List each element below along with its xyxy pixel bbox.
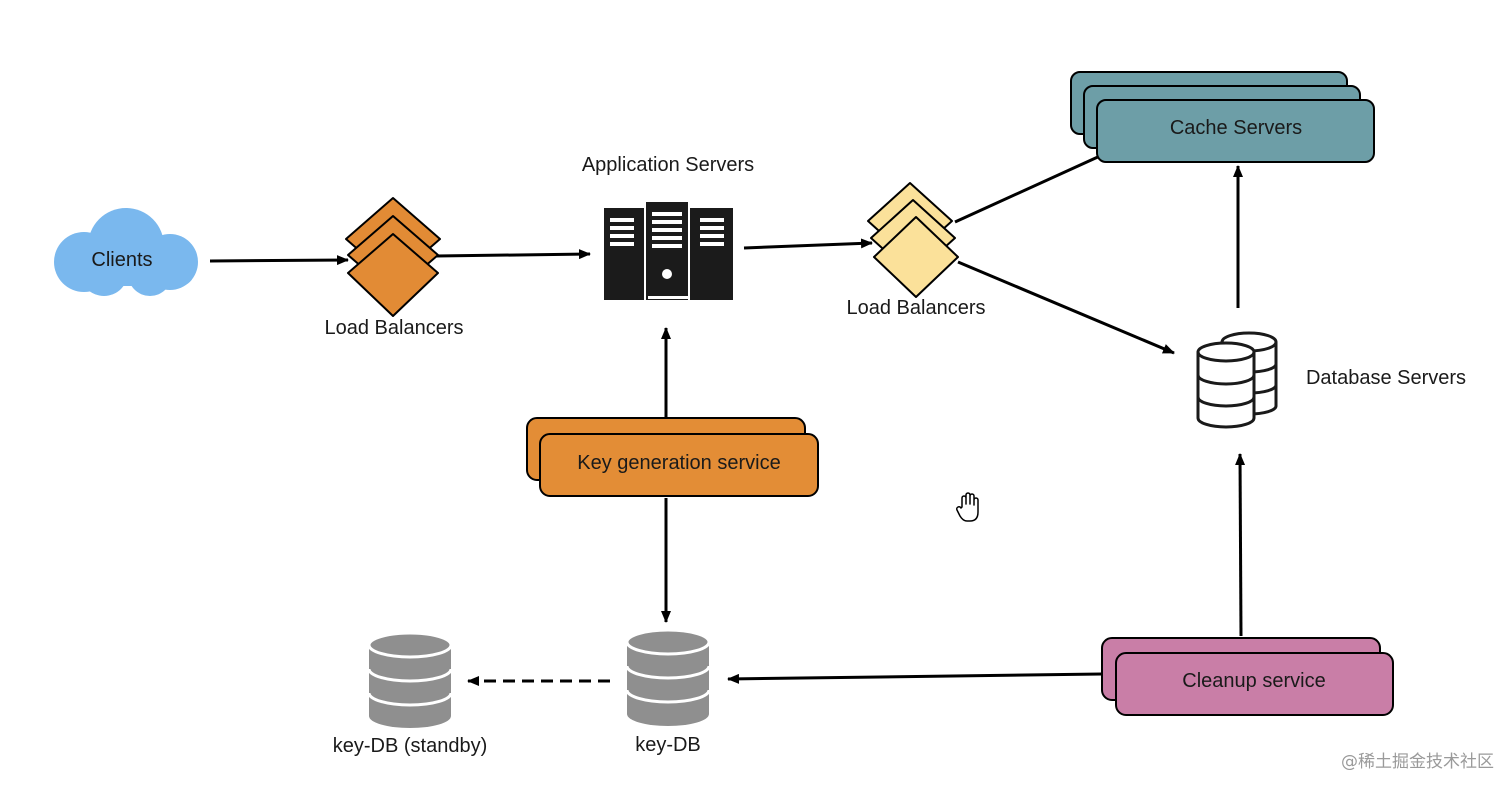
cache-servers-label: Cache Servers	[1170, 117, 1302, 139]
cleanup-service: Cleanup service	[1101, 637, 1394, 716]
edge-lb-to-app	[435, 249, 591, 260]
database-icon	[367, 631, 453, 728]
lb-front-label: Load Balancers	[325, 317, 464, 339]
kgs-label: Key generation service	[577, 452, 780, 474]
key-db: key-DB	[625, 628, 711, 756]
lb-back-label: Load Balancers	[847, 297, 986, 319]
application-servers: Application Servers	[582, 154, 754, 300]
cache-servers: Cache Servers	[1070, 71, 1375, 163]
edge-clients-to-lb	[209, 255, 349, 266]
clients-node: Clients	[54, 208, 198, 296]
hand-grab-icon	[956, 492, 979, 522]
database-servers-label: Database Servers	[1306, 367, 1466, 389]
database-servers: Database Servers	[1196, 331, 1466, 429]
key-generation-service: Key generation service	[526, 417, 819, 497]
key-db-standby: key-DB (standby)	[333, 631, 488, 757]
load-balancer-icon	[867, 182, 959, 298]
edge-lb-to-cache	[954, 154, 1101, 224]
database-icon	[1196, 331, 1278, 429]
database-icon	[625, 628, 711, 726]
edge-cleanup-to-keydb	[727, 672, 1103, 684]
edges	[209, 154, 1246, 686]
cleanup-label: Cleanup service	[1182, 670, 1325, 692]
edge-app-to-lb	[743, 238, 873, 250]
server-rack-icon	[604, 202, 733, 300]
clients-label: Clients	[91, 249, 152, 271]
app-servers-label: Application Servers	[582, 154, 754, 176]
key-db-label: key-DB	[635, 734, 701, 756]
watermark: @稀土掘金技术社区	[1341, 752, 1494, 772]
edge-cleanup-to-db	[1235, 453, 1246, 637]
cloud-icon	[54, 208, 198, 296]
edge-lb-to-db	[957, 260, 1175, 355]
load-balancer-back: Load Balancers	[847, 182, 986, 319]
key-db-standby-label: key-DB (standby)	[333, 735, 488, 757]
load-balancer-icon	[345, 197, 441, 317]
load-balancer-front: Load Balancers	[325, 197, 464, 339]
